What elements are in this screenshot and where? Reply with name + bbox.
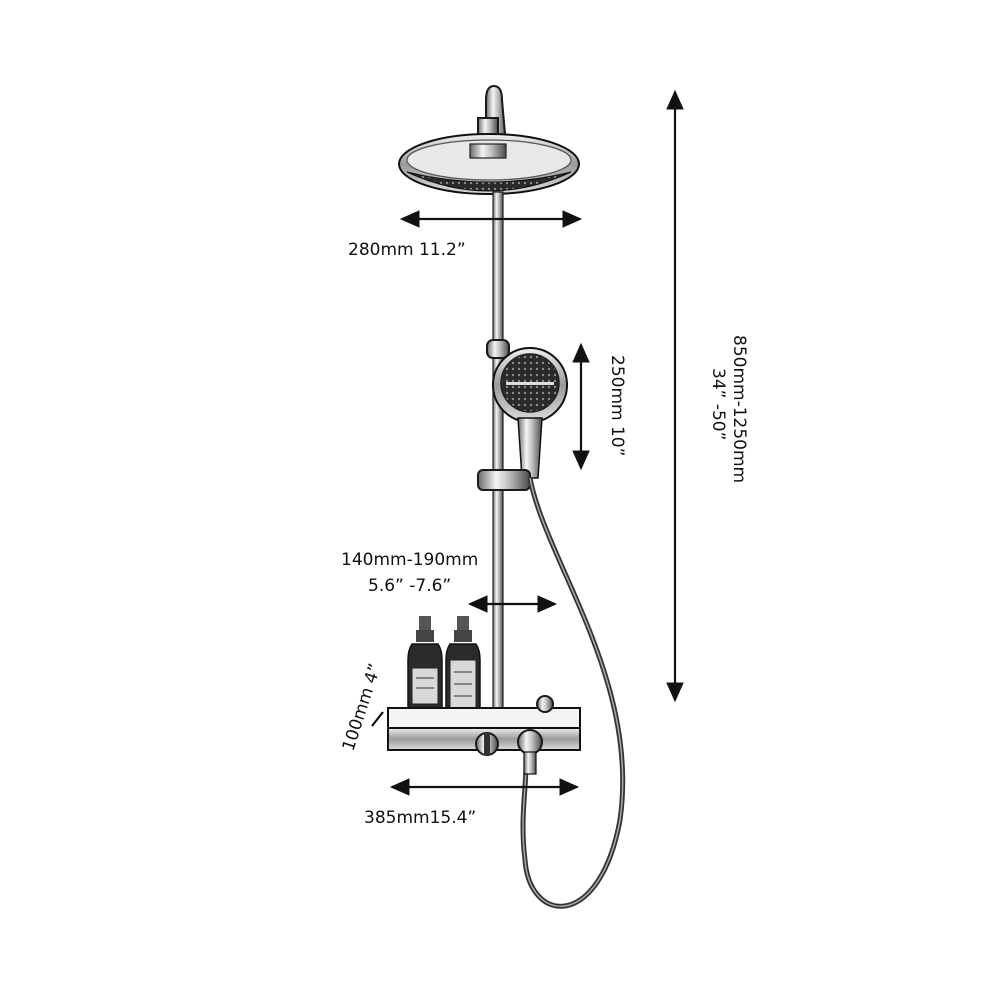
arm-reach-label-mm: 140mm-190mm — [341, 550, 478, 570]
shelf-width-label: 385mm15.4” — [364, 808, 476, 828]
total-height-label-mm: 850mm-1250mm — [729, 335, 749, 483]
shelf-height-tick — [371, 711, 384, 727]
slide-holder — [477, 469, 531, 491]
dimension-lines — [371, 89, 684, 796]
pipe-clamp — [486, 339, 510, 359]
arm-reach-label-in: 5.6” -7.6” — [368, 576, 451, 596]
temperature-knob — [475, 732, 499, 756]
total-height-label-in: 34” -50” — [708, 368, 728, 440]
shower-hose — [520, 477, 626, 909]
riser-pipe — [492, 191, 504, 713]
shower-unit — [387, 84, 626, 909]
handheld-shower-head — [492, 347, 568, 479]
rain-shower-head — [398, 133, 580, 195]
shelf-height-label: 100mm 4” — [339, 661, 386, 753]
bottle-right — [445, 616, 481, 719]
diverter-knob — [517, 729, 543, 775]
handheld-height-label: 250mm 10” — [607, 355, 627, 456]
dimension-labels: 280mm 11.2” 250mm 10” 850mm-1250mm 34” -… — [339, 240, 749, 828]
bottle-left — [407, 616, 443, 719]
head-width-label: 280mm 11.2” — [348, 240, 466, 260]
